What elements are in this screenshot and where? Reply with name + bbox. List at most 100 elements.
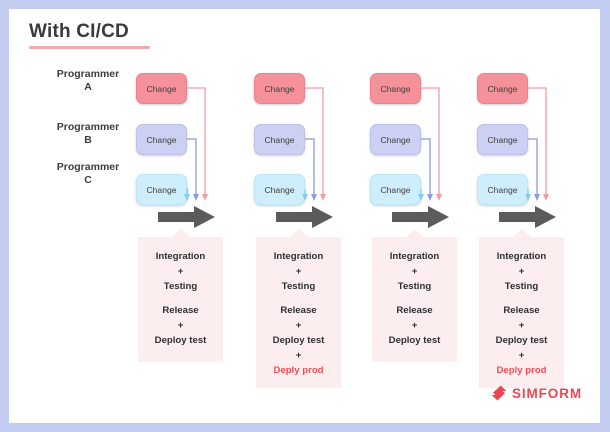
change-box-label: Change: [146, 83, 177, 94]
stage-plus-3: +: [518, 350, 525, 361]
change-box-label: Change: [380, 83, 411, 94]
simform-logo: SIMFORM: [491, 385, 582, 401]
row-label-programmer-b: Programmer B: [42, 121, 134, 147]
change-box-label: Change: [380, 184, 411, 195]
change-box-a[interactable]: Change: [370, 73, 421, 104]
pipeline-arrow-icon: [392, 206, 449, 228]
pipeline-column-4: Change Change Change Integration: [477, 9, 600, 423]
row-label-line2: C: [84, 174, 92, 186]
change-box-label: Change: [146, 184, 177, 195]
stage-line-integration: Integration: [389, 251, 440, 262]
simform-logo-mark-icon: [491, 385, 507, 401]
change-box-label: Change: [380, 134, 411, 145]
pipeline-arrow-icon: [158, 206, 215, 228]
row-label-line1: Programmer: [56, 68, 120, 80]
stage-line-deploy-test: Deploy test: [495, 335, 548, 346]
connector-arrowhead-a: [202, 194, 208, 201]
row-label-line1: Programmer: [56, 161, 120, 173]
connector-arrowhead-c: [525, 194, 531, 201]
stage-plus-2: +: [177, 320, 184, 331]
stage-plus-2: +: [295, 320, 302, 331]
change-box-b[interactable]: Change: [477, 124, 528, 155]
pipeline-column-1: Change Change Change Inte: [136, 9, 260, 423]
row-label-programmer-c: Programmer C: [42, 161, 134, 187]
connector-arrowhead-c: [184, 194, 190, 201]
change-box-label: Change: [264, 134, 295, 145]
pipeline-column-3: Change Change Change Integration: [370, 9, 494, 423]
stage-line-deploy-test: Deploy test: [272, 335, 325, 346]
connector-arrowhead-b: [427, 194, 433, 201]
stage-box-notch: [405, 229, 424, 237]
stage-line-testing: Testing: [281, 281, 316, 292]
stage-line-integration: Integration: [273, 251, 324, 262]
change-box-label: Change: [487, 83, 518, 94]
stage-line-integration: Integration: [155, 251, 206, 262]
stage-line-deploy-test: Deploy test: [154, 335, 207, 346]
row-label-programmer-a: Programmer A: [42, 68, 134, 94]
stage-gap: [483, 294, 560, 303]
merge-connectors: [525, 87, 549, 201]
merge-connectors: [418, 87, 442, 201]
change-box-label: Change: [264, 83, 295, 94]
connector-line-b: [305, 138, 315, 194]
row-label-line1: Programmer: [56, 121, 120, 133]
connector-arrowhead-b: [311, 194, 317, 201]
connector-arrowhead-b: [534, 194, 540, 201]
change-box-label: Change: [487, 184, 518, 195]
change-box-label: Change: [146, 134, 177, 145]
stage-line-integration: Integration: [496, 251, 547, 262]
title-underline: [29, 46, 150, 49]
merge-connectors: [302, 87, 326, 201]
stage-line-release: Release: [396, 305, 433, 316]
stage-line-release: Release: [162, 305, 199, 316]
connector-arrowhead-a: [436, 194, 442, 201]
connector-line-b: [421, 138, 431, 194]
stage-line-testing: Testing: [397, 281, 432, 292]
row-label-line2: A: [84, 81, 92, 93]
title-block: With CI/CD: [29, 22, 150, 49]
stage-gap: [260, 294, 337, 303]
stage-box-notch: [289, 229, 308, 237]
connector-line-a: [305, 87, 324, 194]
change-box-b[interactable]: Change: [370, 124, 421, 155]
change-box-b[interactable]: Change: [254, 124, 305, 155]
change-box-a[interactable]: Change: [477, 73, 528, 104]
stage-line-testing: Testing: [163, 281, 198, 292]
stage-box-3: Integration + Testing Release + Deploy t…: [372, 229, 457, 362]
stage-plus-1: +: [518, 266, 525, 277]
stage-plus-2: +: [411, 320, 418, 331]
stage-plus-1: +: [177, 266, 184, 277]
change-box-a[interactable]: Change: [254, 73, 305, 104]
stage-line-release: Release: [280, 305, 317, 316]
stage-box-4: Integration + Testing Release + Deploy t…: [479, 229, 564, 388]
stage-line-release: Release: [503, 305, 540, 316]
stage-box-notch: [512, 229, 531, 237]
row-label-line2: B: [84, 134, 92, 146]
connector-line-a: [421, 87, 440, 194]
simform-logo-text: SIMFORM: [511, 385, 582, 401]
connector-arrowhead-c: [302, 194, 308, 201]
connector-line-b: [528, 138, 538, 194]
stage-plus-1: +: [295, 266, 302, 277]
connector-arrowhead-c: [418, 194, 424, 201]
stage-box-notch: [171, 229, 190, 237]
pipeline-arrow-icon: [499, 206, 556, 228]
stage-line-testing: Testing: [504, 281, 539, 292]
merge-connectors: [184, 87, 208, 201]
connector-line-b: [187, 138, 197, 194]
change-box-label: Change: [487, 134, 518, 145]
stage-gap: [142, 294, 219, 303]
stage-plus-2: +: [518, 320, 525, 331]
stage-plus-1: +: [411, 266, 418, 277]
change-box-b[interactable]: Change: [136, 124, 187, 155]
stage-plus-3: +: [295, 350, 302, 361]
change-box-c[interactable]: Change: [477, 174, 528, 205]
connector-line-a: [187, 87, 206, 194]
change-box-label: Change: [264, 184, 295, 195]
change-box-a[interactable]: Change: [136, 73, 187, 104]
stage-box-1: Integration + Testing Release + Deploy t…: [138, 229, 223, 362]
stage-gap: [376, 294, 453, 303]
stage-line-deploy-test: Deploy test: [388, 335, 441, 346]
connector-arrowhead-a: [543, 194, 549, 201]
